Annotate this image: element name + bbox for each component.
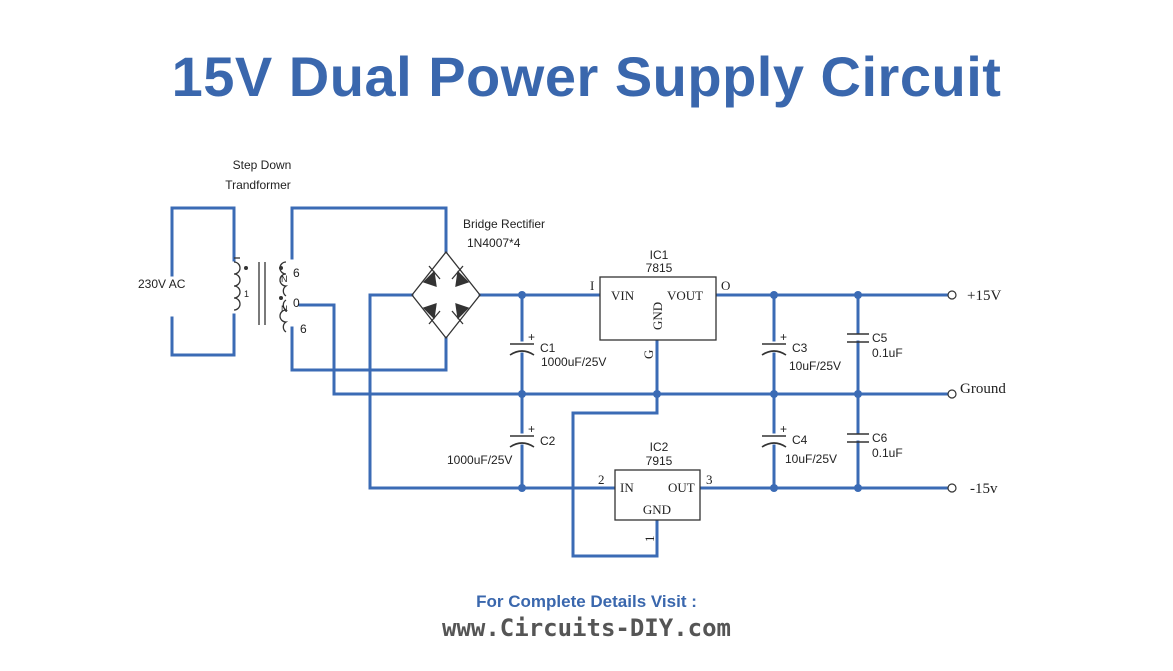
ic1-vin: VIN (611, 288, 635, 303)
ic1-gnd: GND (650, 302, 665, 330)
c1-name: C1 (540, 341, 556, 355)
output-ground-label: Ground (960, 381, 1006, 397)
ic2-gnd-wire (571, 392, 659, 558)
diode-4 (455, 303, 470, 320)
ic2-in: IN (620, 480, 634, 495)
ic1-pin-in: I (590, 278, 594, 293)
c2-plate-bottom (509, 442, 535, 448)
ic2-name: IC2 (650, 440, 669, 454)
diode-2-bar (451, 265, 464, 280)
c1-value: 1000uF/25V (541, 355, 606, 369)
primary-coil (233, 261, 241, 311)
footer-visit-text: For Complete Details Visit : (476, 592, 697, 611)
c3-name: C3 (792, 341, 808, 355)
terminals (947, 290, 957, 493)
ic2-gnd: GND (643, 502, 671, 517)
ic1-pin-g: G (641, 350, 656, 359)
junction-dot (518, 291, 526, 299)
rectifier-part: 1N4007*4 (467, 236, 521, 250)
transformer-dots (244, 266, 283, 300)
c3-plus: + (780, 330, 787, 344)
junction-dot (518, 390, 526, 398)
c2-plus: + (528, 422, 535, 436)
tap-mid-label: 0 (293, 296, 300, 310)
diode-1-bar (428, 265, 441, 280)
polarity-dot (279, 266, 283, 270)
ic2-pin-in: 2 (598, 472, 605, 487)
center-tap-wire (298, 303, 950, 396)
junction-dot (854, 390, 862, 398)
ic1-name: IC1 (650, 248, 669, 262)
diode-3-bar (428, 310, 441, 325)
ic1-vout: VOUT (667, 288, 703, 303)
output-pos-label: +15V (967, 288, 1001, 304)
capacitors (509, 333, 869, 448)
diode-2 (455, 270, 470, 287)
polarity-dot (244, 266, 248, 270)
c2-value: 1000uF/25V (447, 453, 512, 467)
ic2-pin-gnd: 1 (642, 536, 657, 543)
tap-top-label: 6 (293, 266, 300, 280)
rectifier-label: Bridge Rectifier (463, 217, 545, 231)
junction-dot (854, 484, 862, 492)
bridge-rectifier (411, 250, 481, 340)
bridge-outline (411, 250, 481, 340)
c1-plus: + (528, 330, 535, 344)
ic2-part: 7915 (646, 454, 673, 468)
secondary-coil-bottom (279, 299, 289, 333)
terminal-ground (947, 389, 957, 399)
junction-dot (854, 291, 862, 299)
bridge-neg-wire (368, 293, 617, 490)
diode-4-bar (451, 310, 464, 325)
output-neg-label: -15v (970, 481, 998, 497)
junction-dot (770, 291, 778, 299)
ic1-part: 7815 (646, 261, 673, 275)
primary-pin-label: 1 (244, 289, 249, 299)
c3-plate-bottom (761, 350, 787, 356)
c6-value: 0.1uF (872, 446, 903, 460)
transformer-label-2: Trandformer (225, 178, 291, 192)
c5-value: 0.1uF (872, 346, 903, 360)
footer-website-link[interactable]: www.Circuits-DIY.com (442, 614, 731, 642)
junction-dot (518, 484, 526, 492)
c4-plate-bottom (761, 442, 787, 448)
terminal-neg (947, 483, 957, 493)
n-label-top: N (281, 274, 288, 284)
ic1-body (599, 276, 717, 341)
c2-name: C2 (540, 434, 556, 448)
sec-top-wire (290, 206, 448, 260)
page-title: 15V Dual Power Supply Circuit (171, 45, 1002, 108)
ac-input-label: 230V AC (138, 277, 186, 291)
diode-1 (422, 270, 437, 287)
tap-bot-label: 6 (300, 322, 307, 336)
ac-wire-bottom (170, 313, 236, 357)
c4-value: 10uF/25V (785, 452, 837, 466)
diode-3 (422, 303, 437, 320)
wires (170, 206, 950, 558)
ic2-out: OUT (668, 480, 695, 495)
transformer-label-1: Step Down (233, 158, 292, 172)
n-label-bottom: N (281, 304, 288, 314)
c4-plus: + (780, 422, 787, 436)
junction-dot (770, 484, 778, 492)
ac-wire-top (170, 206, 236, 277)
c1-plate-bottom (509, 350, 535, 356)
c4-name: C4 (792, 433, 808, 447)
junction-dot (653, 390, 661, 398)
polarity-dot (279, 296, 283, 300)
junctions (518, 291, 862, 492)
ic2-body (614, 469, 701, 521)
c5-name: C5 (872, 331, 888, 345)
terminal-pos (947, 290, 957, 300)
ic2-pin-out: 3 (706, 472, 713, 487)
junction-dot (770, 390, 778, 398)
c6-name: C6 (872, 431, 888, 445)
ic1-pin-out: O (721, 278, 730, 293)
c3-value: 10uF/25V (789, 359, 841, 373)
transformer (233, 257, 289, 333)
